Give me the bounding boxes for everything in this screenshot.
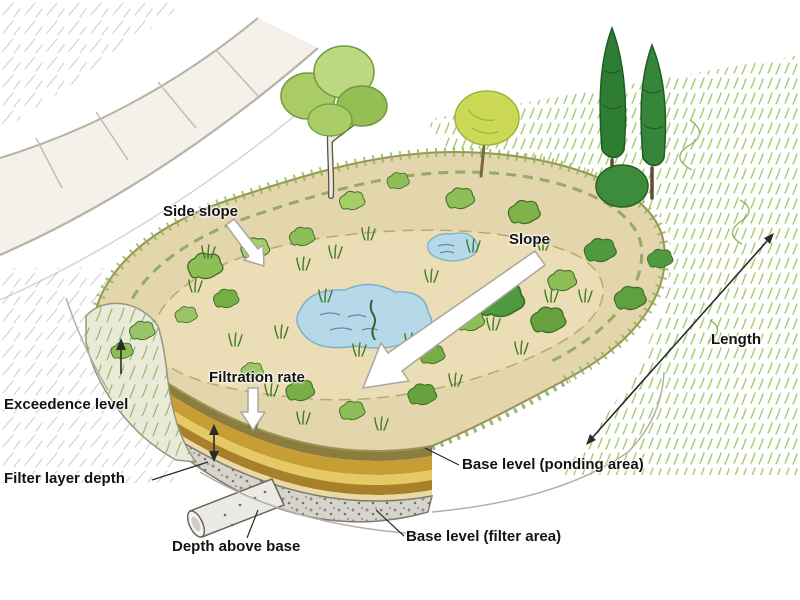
leader-lines [151, 447, 460, 539]
label-side-slope: Side slope [163, 203, 239, 220]
small-pond [427, 232, 479, 262]
drainage-pipe [186, 478, 286, 538]
label-exceedence-level: Exceedence level [4, 396, 129, 413]
conifer-trees [595, 25, 667, 208]
label-length: Length [711, 331, 761, 348]
side-slope-arrow [225, 218, 265, 267]
label-depth-above-base: Depth above base [172, 538, 301, 555]
label-base-level-ponding: Base level (ponding area) [462, 456, 644, 473]
sand-layer [163, 424, 432, 502]
round-tree [454, 90, 520, 178]
label-filtration-rate: Filtration rate [209, 369, 305, 386]
flow-arrows [225, 218, 546, 431]
label-base-level-filter: Base level (filter area) [406, 528, 562, 545]
dark-shrub [595, 164, 649, 208]
filter-layer-yellow [163, 404, 432, 486]
length-arrow [591, 239, 769, 439]
berm-vegetation-ring [87, 147, 670, 384]
measurement-marks [116, 233, 774, 539]
label-filter-layer-depth: Filter layer depth [4, 470, 125, 487]
slope-arrow [362, 250, 546, 389]
birch-tree [280, 45, 388, 199]
label-slope: Slope [509, 231, 550, 248]
left-berm-slope [85, 302, 198, 463]
ponds [296, 232, 479, 349]
filtration-rate-arrow [240, 387, 266, 431]
ground-lines [65, 297, 665, 535]
pond-ripples [319, 243, 455, 341]
gravel-texture [163, 430, 432, 522]
soil-lip-layer [163, 380, 432, 462]
